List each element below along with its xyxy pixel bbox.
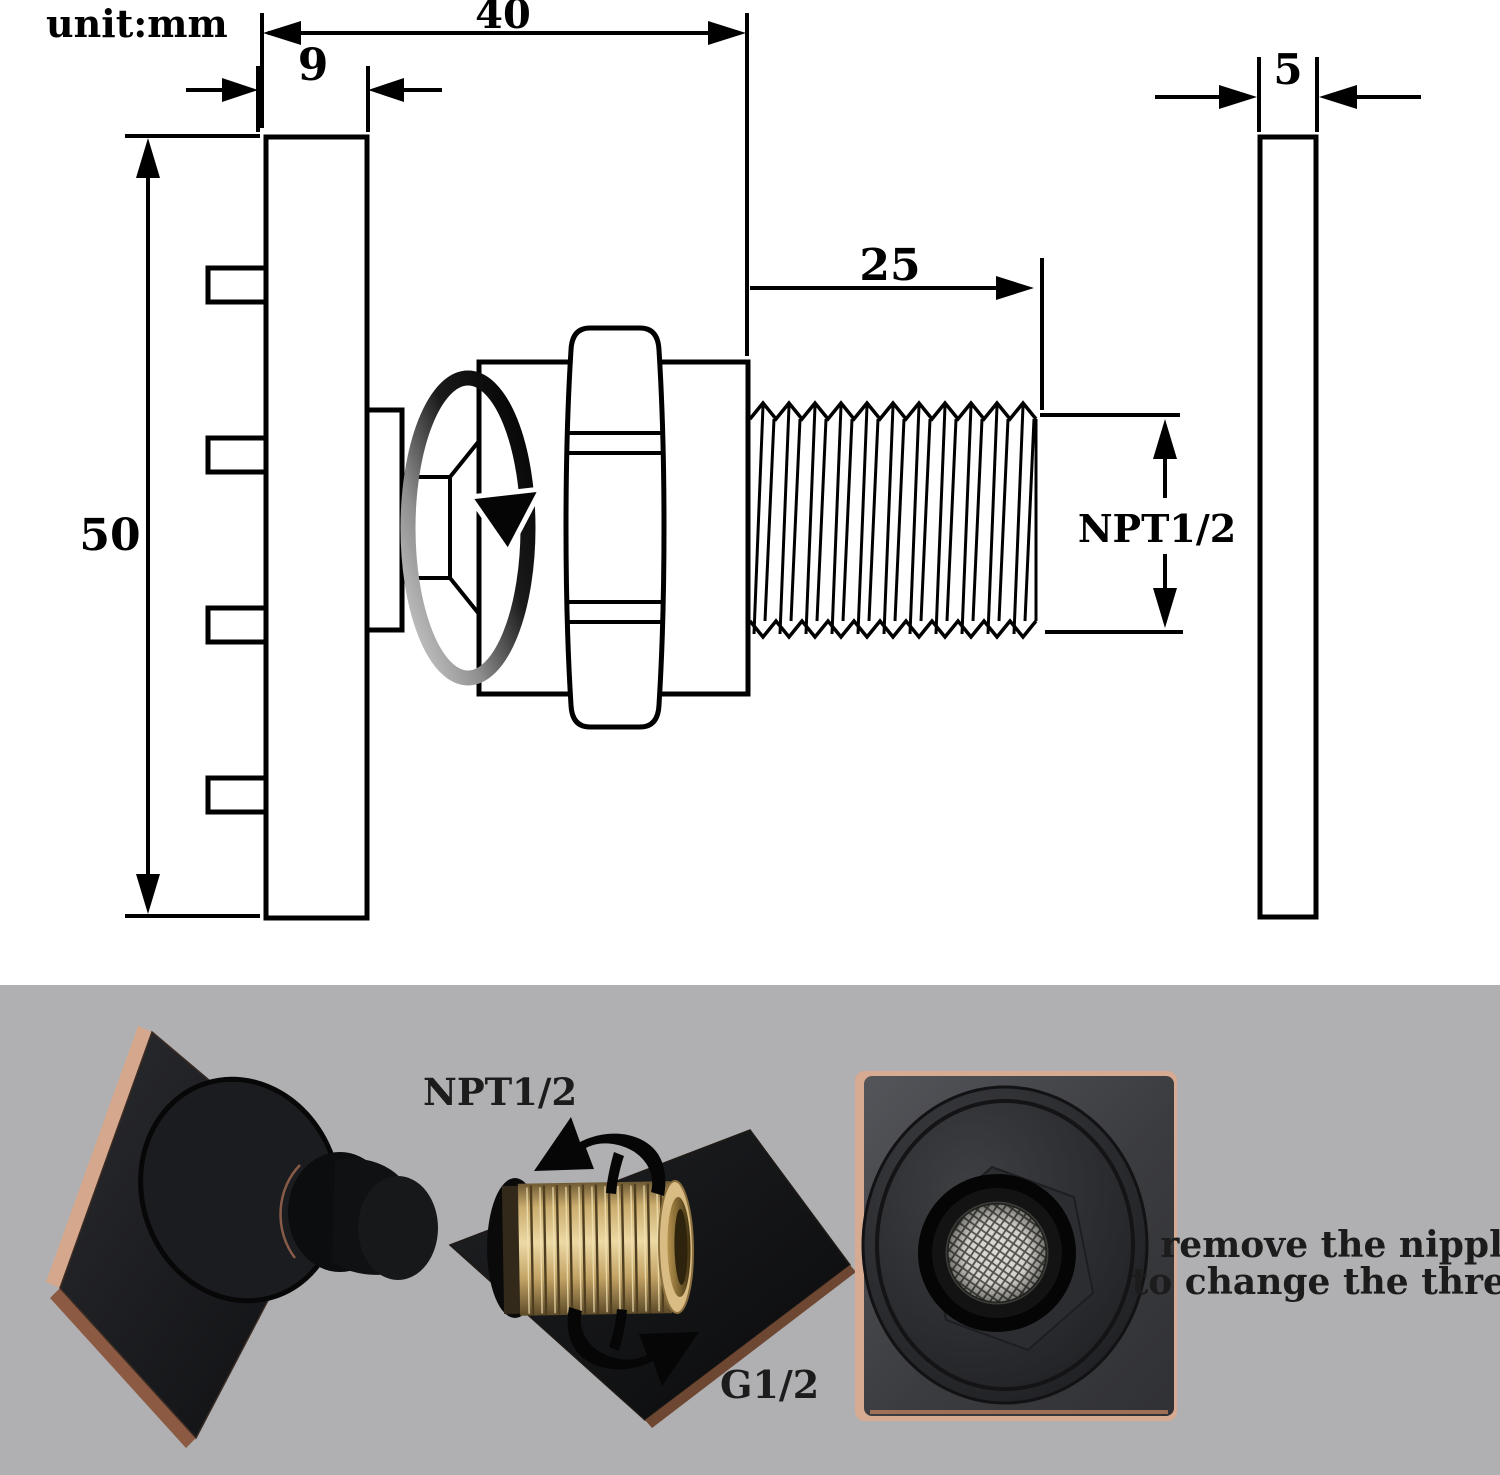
- swivel-joint: [279, 1152, 438, 1280]
- rotation-arrowhead: [465, 485, 546, 557]
- photo-caption-line1: remove the nipple: [1160, 1224, 1500, 1266]
- technical-drawing-section: unit:mm: [46, 0, 1421, 921]
- unit-label: unit:mm: [46, 1, 228, 46]
- rotation-arrow-ellipse: [400, 370, 536, 686]
- dim-thread-length: 25: [750, 240, 1044, 410]
- swivel-hex-outline: [402, 439, 481, 616]
- rotate-ccw-arrow: [534, 1117, 666, 1196]
- hex-nut-facet-lines: [567, 431, 663, 624]
- dim-thread-spec: NPT1/2: [1040, 413, 1236, 634]
- flange-side-view: [205, 134, 405, 921]
- product-photo-left: [46, 1026, 856, 1448]
- dim-plate-thickness: 5: [1155, 45, 1421, 132]
- photo-caption-line2: to change the thread: [1131, 1261, 1500, 1303]
- rotate-cw-arrow: [567, 1307, 699, 1386]
- technical-drawing: unit:mm: [46, 0, 1421, 921]
- mounting-tab: [205, 265, 269, 305]
- product-photo-section: [0, 985, 1500, 1475]
- thread-spec-label: NPT1/2: [1078, 506, 1236, 551]
- dim-25-label: 25: [859, 240, 920, 291]
- dim-total-length: 40: [260, 0, 749, 356]
- product-photo-right: [855, 1071, 1177, 1421]
- thread-profile: [748, 400, 1038, 640]
- dim-flange-thickness: 9: [186, 40, 442, 132]
- flange-plate-outline: [263, 134, 370, 921]
- mounting-tab: [205, 435, 269, 475]
- dim-40-label: 40: [475, 0, 531, 38]
- dim-5-label: 5: [1273, 45, 1302, 94]
- photo-label-npt: NPT1/2: [423, 1070, 578, 1114]
- product-photos: [46, 1026, 1177, 1448]
- dim-9-label: 9: [298, 40, 329, 91]
- dim-flange-size: 50: [79, 134, 260, 918]
- nipple-thread-ridges: [529, 1183, 665, 1316]
- wall-plate-side-view: [1257, 134, 1319, 920]
- brass-nipple: [501, 1180, 695, 1316]
- mounting-tab: [205, 775, 269, 815]
- dim-50-label: 50: [79, 510, 140, 561]
- hex-nut-side-view: [563, 325, 667, 730]
- back-flange: [46, 1026, 342, 1448]
- photo-label-g: G1/2: [720, 1362, 820, 1407]
- hex-boss: [364, 407, 405, 633]
- mounting-tab: [205, 605, 269, 645]
